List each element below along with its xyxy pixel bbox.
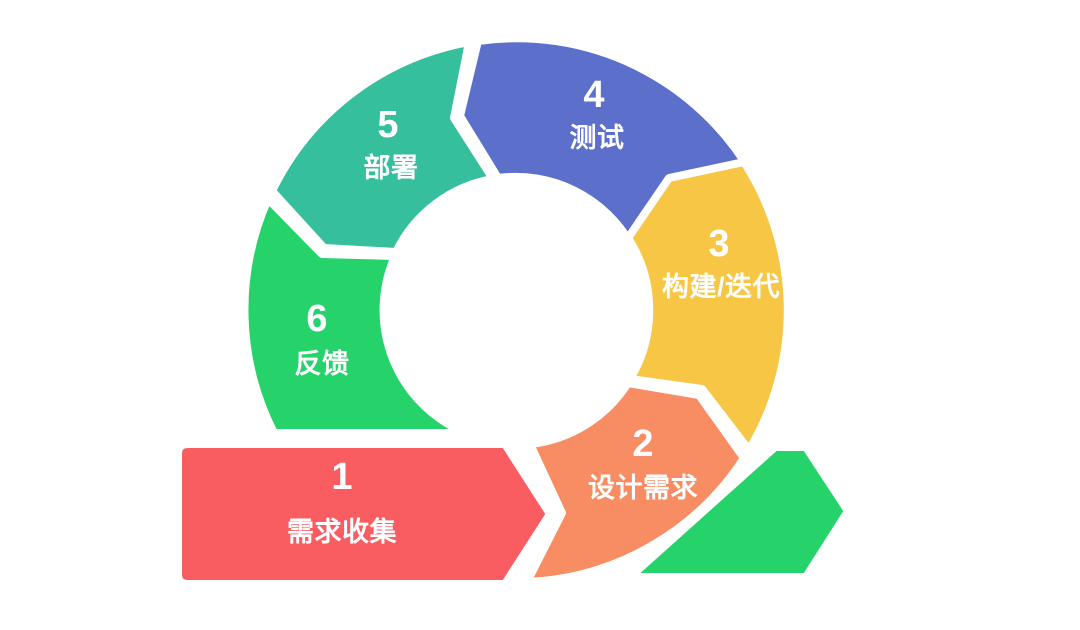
- step-3: [624, 158, 792, 454]
- step-2-text: 2 设计需求: [588, 423, 698, 503]
- step-6-text: 6 反馈: [295, 298, 350, 379]
- step-6: [240, 195, 470, 437]
- step-3-text: 3 构建/迭代: [662, 223, 780, 302]
- step-2: [523, 379, 748, 586]
- cycle-exit-arrow-icon: [626, 443, 852, 581]
- cycle-exit: [626, 443, 852, 581]
- step-4-text: 4 测试: [570, 74, 625, 153]
- step-1-shape: [174, 440, 554, 588]
- step-6-number: 6: [306, 298, 327, 340]
- step-1: [174, 440, 554, 588]
- step-5-number: 5: [377, 104, 398, 146]
- step-4: [456, 34, 756, 248]
- step-5-shape: [268, 38, 497, 256]
- step-4-shape: [456, 34, 756, 248]
- step-4-label: 测试: [570, 123, 625, 153]
- step-1-number: 1: [331, 456, 352, 498]
- step-2-shape: [523, 379, 748, 586]
- step-6-label: 反馈: [295, 349, 350, 379]
- step-2-number: 2: [632, 423, 653, 465]
- step-1-label: 需求收集: [287, 516, 397, 547]
- step-4-number: 4: [583, 74, 604, 116]
- step-3-shape: [624, 158, 792, 454]
- step-3-number: 3: [708, 223, 729, 265]
- step-5: [268, 38, 497, 256]
- step-5-text: 5 部署: [364, 104, 419, 183]
- step-5-label: 部署: [364, 152, 419, 183]
- step-6-shape: [240, 195, 470, 437]
- step-3-label: 构建/迭代: [662, 272, 780, 302]
- step-1-text: 1 需求收集: [287, 456, 397, 547]
- step-2-label: 设计需求: [588, 473, 698, 503]
